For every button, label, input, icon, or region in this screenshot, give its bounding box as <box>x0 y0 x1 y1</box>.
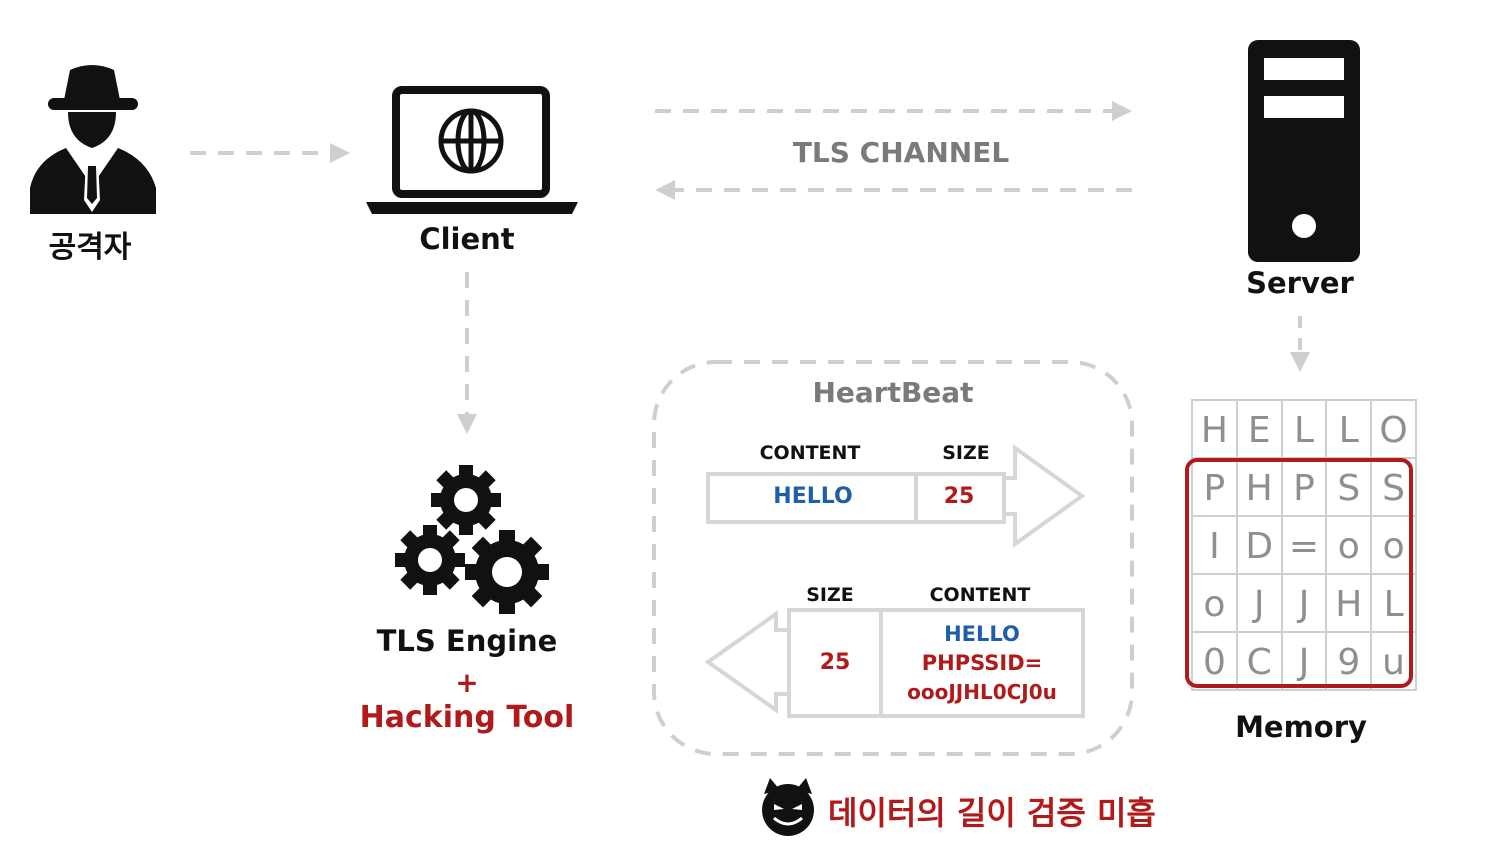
tls-engine-label: TLS Engine <box>376 624 558 658</box>
memory-cell: o <box>1383 526 1405 567</box>
request-content-value: HELLO <box>773 484 853 509</box>
devil-icon <box>762 778 814 836</box>
globe-icon <box>438 108 504 174</box>
memory-cell: 0 <box>1203 642 1226 683</box>
response-size-header: SIZE <box>806 584 854 606</box>
request-packet <box>706 444 1086 548</box>
leaked-memory-highlight <box>1185 458 1413 688</box>
memory-cell: O <box>1379 410 1407 451</box>
server-icon <box>1248 40 1360 262</box>
tls-channel-label: TLS CHANNEL <box>792 136 1010 169</box>
memory-cell: o <box>1338 526 1360 567</box>
attacker-label: 공격자 <box>48 230 132 265</box>
memory-cell: P <box>1204 468 1226 509</box>
memory-cell: H <box>1201 410 1228 451</box>
memory-cell: L <box>1384 584 1404 625</box>
memory-cell: H <box>1246 468 1273 509</box>
memory-cell: S <box>1382 468 1405 509</box>
response-content-line2: PHPSSID= <box>921 651 1043 675</box>
request-size-header: SIZE <box>942 442 990 464</box>
attacker-icon <box>30 65 156 214</box>
memory-cell: = <box>1289 526 1319 567</box>
memory-cell: J <box>1297 584 1310 625</box>
memory-label: Memory <box>1235 710 1367 744</box>
memory-cell: C <box>1247 642 1272 683</box>
memory-cell: L <box>1339 410 1359 451</box>
gears-icon <box>395 465 549 614</box>
heartbeat-box <box>652 360 1134 756</box>
response-size-value: 25 <box>819 650 851 675</box>
response-packet <box>704 608 1085 718</box>
memory-cell: I <box>1209 526 1220 567</box>
response-content-line3: oooJJHL0CJ0u <box>907 680 1057 704</box>
warning-text: 데이터의 길이 검증 미흡 <box>828 794 1156 832</box>
memory-cell: H <box>1335 584 1362 625</box>
memory-cell: S <box>1337 468 1360 509</box>
memory-cell: 9 <box>1337 642 1360 683</box>
memory-cell: J <box>1252 584 1265 625</box>
plus-sign: + <box>455 666 479 699</box>
request-content-header: CONTENT <box>759 442 861 464</box>
response-content-line1: HELLO <box>944 622 1020 646</box>
server-label: Server <box>1246 266 1354 300</box>
hacking-tool-label: Hacking Tool <box>359 700 575 735</box>
request-size-value: 25 <box>943 484 975 509</box>
memory-cell: J <box>1297 642 1310 683</box>
heartbeat-title: HeartBeat <box>812 376 974 409</box>
memory-cell: u <box>1382 642 1405 683</box>
memory-cell: L <box>1294 410 1314 451</box>
client-label: Client <box>419 222 515 256</box>
memory-cell: o <box>1203 584 1225 625</box>
memory-cell: E <box>1248 410 1271 451</box>
response-content-header: CONTENT <box>929 584 1031 606</box>
laptop-icon <box>366 86 578 214</box>
memory-cell: D <box>1245 526 1273 567</box>
memory-cell: P <box>1293 468 1315 509</box>
